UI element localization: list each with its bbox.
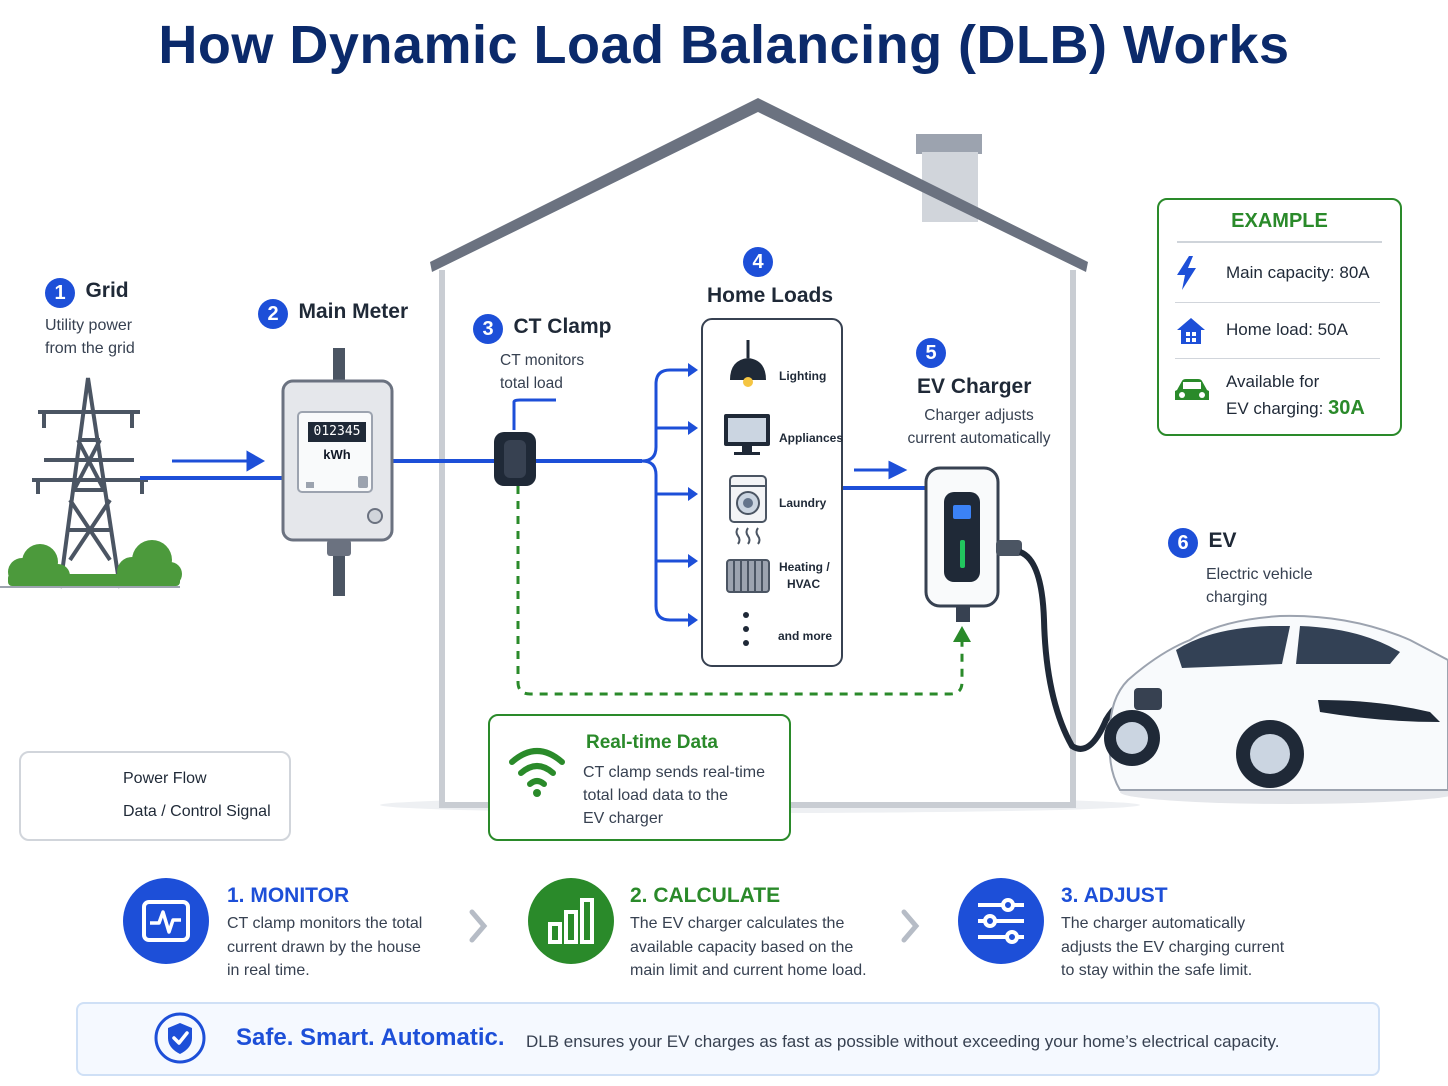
adjust-step-icon	[958, 878, 1044, 964]
step-badge-3: 3	[473, 314, 503, 344]
load-lighting: Lighting	[779, 369, 827, 383]
step-adjust: 3. ADJUST The charger automatically adju…	[1061, 884, 1284, 983]
step-monitor-line3: in real time.	[227, 962, 310, 979]
example-available: Available for EV charging: 30A	[1226, 369, 1365, 422]
step-monitor-line1: CT clamp monitors the total	[227, 915, 423, 932]
step-calculate-line2: available capacity based on the	[630, 938, 854, 956]
grid-title: Grid	[85, 279, 129, 303]
step-badge-4: 4	[743, 247, 773, 277]
realtime-data-panel: Real-time Data CT clamp sends real-time …	[488, 714, 791, 841]
meter-reading: 012345	[313, 424, 361, 439]
ev-charger-icon	[924, 466, 1022, 622]
realtime-line1: CT clamp sends real-time	[583, 764, 765, 781]
step-badge-6: 6	[1168, 528, 1198, 558]
step-calculate-title: 2. CALCULATE	[630, 884, 781, 907]
step-badge-5-wrap: 5	[916, 338, 946, 368]
step-adjust-line3: to stay within the safe limit.	[1061, 962, 1253, 979]
step-monitor-title: 1. MONITOR	[227, 884, 350, 907]
bushes	[8, 540, 182, 588]
sliders-icon	[978, 898, 1024, 944]
ct-desc-line1: CT monitors	[500, 352, 585, 369]
house-icon	[1175, 316, 1207, 346]
banner-tagline: Safe. Smart. Automatic.	[236, 1024, 505, 1051]
shield-icon	[154, 1012, 206, 1064]
example-available-line1: Available for	[1226, 372, 1320, 391]
lighting-icon	[730, 340, 766, 387]
ev-desc-line1: Electric vehicle	[1206, 566, 1313, 583]
calculate-step-icon	[528, 878, 614, 964]
main-meter-icon	[281, 348, 394, 596]
monitor-step-icon	[123, 878, 209, 964]
step-monitor: 1. MONITOR CT clamp monitors the total c…	[227, 884, 422, 983]
pulse-monitor-icon	[142, 900, 190, 942]
step-adjust-line1: The charger automatically	[1061, 915, 1246, 932]
example-home-load: Home load: 50A	[1226, 320, 1348, 339]
grid-label: 1 Grid Utility power from the grid	[45, 278, 135, 360]
step-calculate-line3: main limit and current home load.	[630, 962, 867, 979]
step-adjust-line2: adjusts the EV charging current	[1061, 938, 1285, 956]
step-badge-2: 2	[258, 299, 288, 329]
step-badge-1: 1	[45, 278, 75, 308]
example-available-value: 30A	[1328, 397, 1365, 419]
step-monitor-line2: current drawn by the house	[227, 938, 421, 956]
bar-chart-icon	[548, 898, 594, 944]
load-appliances: Appliances	[779, 431, 844, 445]
realtime-title: Real-time Data	[586, 732, 718, 753]
step-calculate-line1: The EV charger calculates the	[630, 915, 845, 932]
charger-desc: Charger adjusts current automatically	[904, 404, 1054, 450]
charger-title: EV Charger	[917, 375, 1032, 398]
load-hvac: HVAC	[787, 577, 821, 591]
realtime-line3: EV charger	[583, 810, 664, 827]
ev-label: 6 EV Electric vehicle charging	[1168, 528, 1313, 609]
page-title: How Dynamic Load Balancing (DLB) Works	[158, 15, 1290, 75]
ct-label: 3 CT Clamp CT monitors total load	[473, 314, 611, 395]
car-icon	[1173, 376, 1211, 404]
example-main-capacity: Main capacity: 80A	[1226, 263, 1370, 282]
ct-title: CT Clamp	[513, 315, 612, 339]
load-laundry: Laundry	[779, 496, 827, 510]
ct-desc-line2: total load	[500, 375, 563, 392]
example-available-line2: EV charging:	[1226, 399, 1324, 418]
charger-desc-line1: Charger adjusts	[924, 407, 1034, 424]
legend-box	[19, 751, 291, 841]
banner-text: DLB ensures your EV charges as fast as p…	[526, 1032, 1280, 1051]
home-loads-title: Home Loads	[706, 284, 834, 307]
meter-unit: kWh	[323, 447, 351, 462]
example-title: EXAMPLE	[1231, 210, 1328, 232]
meter-title: Main Meter	[298, 300, 409, 324]
legend-power-flow: Power Flow	[123, 770, 207, 787]
load-more: and more	[778, 629, 833, 643]
wifi-icon	[506, 740, 568, 800]
lightning-icon	[1175, 256, 1199, 290]
laundry-icon	[729, 475, 767, 523]
ev-car-icon	[1104, 614, 1448, 804]
ev-title: EV	[1208, 529, 1237, 553]
meter-label: 2 Main Meter	[258, 299, 408, 329]
heating-icon	[726, 527, 770, 593]
power-tower-icon	[32, 377, 148, 589]
grid-desc-line1: Utility power	[45, 317, 133, 334]
realtime-line2: total load data to the	[583, 787, 728, 804]
step-adjust-title: 3. ADJUST	[1061, 884, 1168, 907]
grid-desc-line2: from the grid	[45, 340, 135, 357]
legend-data-signal: Data / Control Signal	[123, 803, 271, 820]
charger-desc-line2: current automatically	[907, 430, 1051, 447]
step-calculate: 2. CALCULATE The EV charger calculates t…	[630, 884, 867, 983]
step-badge-5: 5	[916, 338, 946, 368]
more-dots-icon	[743, 612, 749, 646]
appliances-icon	[724, 414, 770, 455]
bottom-banner: Safe. Smart. Automatic. DLB ensures your…	[76, 1002, 1380, 1076]
example-panel: EXAMPLE Main capacity: 80A Home load: 50…	[1157, 198, 1402, 436]
ct-clamp-icon	[494, 432, 536, 486]
ev-desc-line2: charging	[1206, 589, 1268, 606]
step-badge-4-wrap: 4	[743, 247, 773, 277]
load-heating: Heating /	[779, 560, 830, 574]
